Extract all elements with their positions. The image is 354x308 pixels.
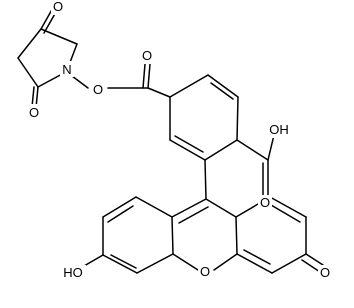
label-o-xanthene: O [200,264,210,279]
label-oh-acid: OH [269,122,289,137]
label-o-imide-top: O [53,0,63,14]
aryl-xanthene-bond [204,159,207,200]
label-ho-phenol: HO [63,265,83,280]
carboxylic-acid [236,134,275,196]
xanthene-central-ring [171,198,238,271]
ester-linkage [107,63,171,98]
atom-labels: O N O O O O OH HO O O [27,0,332,281]
label-n-imide: N [62,62,71,77]
label-o-acid-carbonyl: O [260,195,270,210]
benzene-ring [169,74,239,161]
label-o-ester-link: O [93,82,103,97]
xanthene-left-ring [83,196,174,274]
xanthene-right-ring [235,196,324,274]
label-o-ester-carbonyl: O [142,48,152,63]
label-o-quinone: O [320,265,330,280]
label-o-imide-bottom: O [29,105,39,120]
succinimide-ring [17,5,89,109]
